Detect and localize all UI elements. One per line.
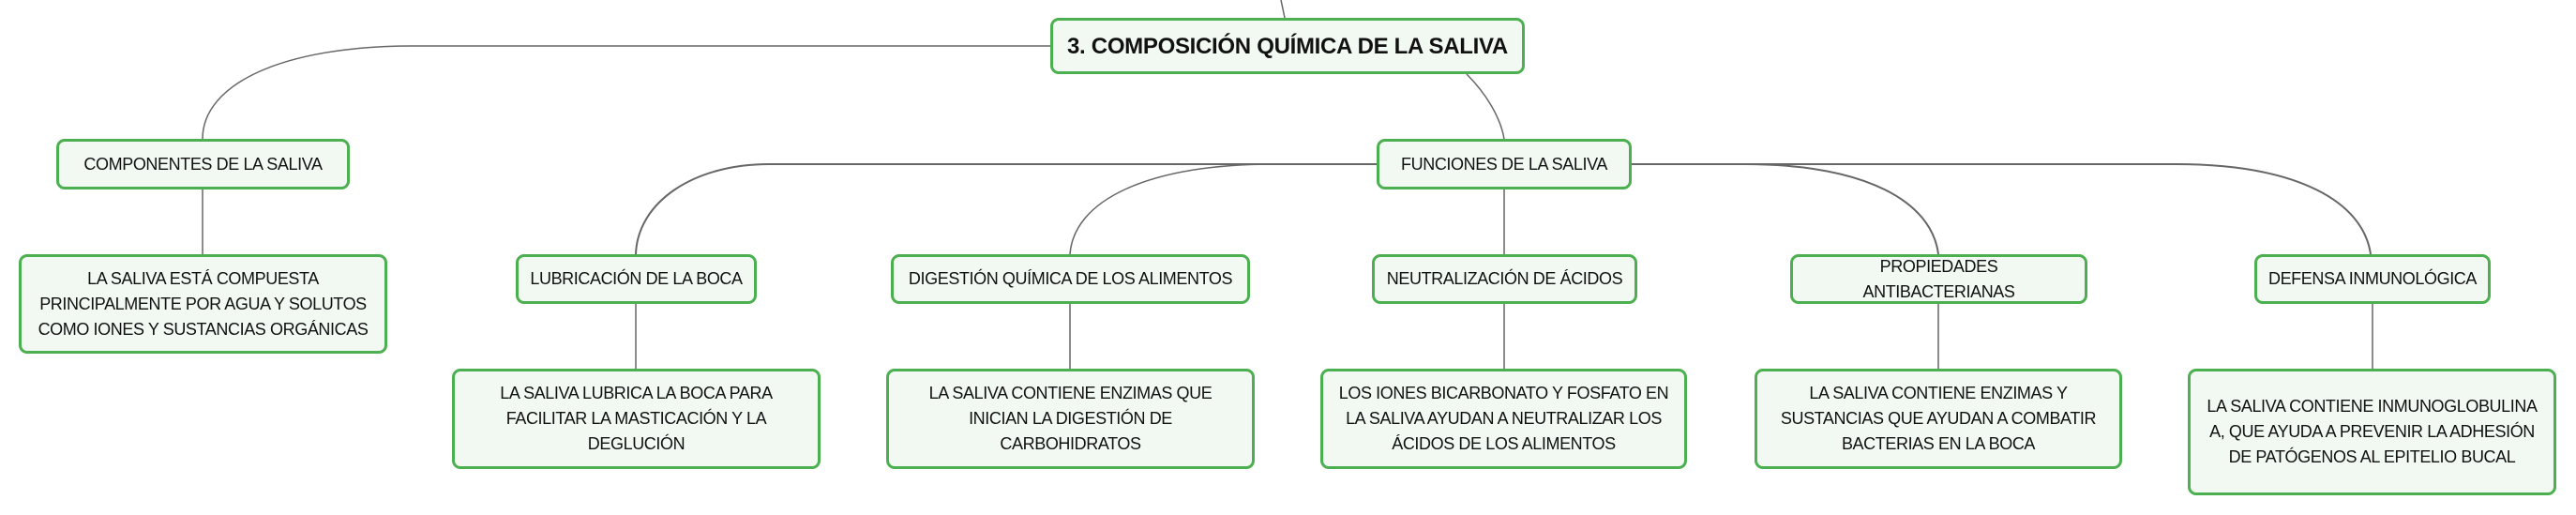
topic-componentes[interactable]: COMPONENTES DE LA SALIVA — [56, 139, 350, 189]
detail-text: LA SALIVA CONTIENE ENZIMAS Y SUSTANCIAS … — [1780, 384, 2097, 453]
subtopic-label: NEUTRALIZACIÓN DE ÁCIDOS — [1386, 269, 1623, 288]
detail-text: LA SALIVA CONTIENE INMUNOGLOBULINA A, QU… — [2207, 397, 2538, 466]
topic-label: FUNCIONES DE LA SALIVA — [1401, 154, 1607, 174]
topic-funciones[interactable]: FUNCIONES DE LA SALIVA — [1377, 139, 1632, 189]
link-parent-root — [1280, 0, 1286, 19]
subtopic-neutralizacion[interactable]: NEUTRALIZACIÓN DE ÁCIDOS — [1372, 254, 1637, 304]
link-funciones-digestion — [1069, 163, 1377, 255]
link-root-componentes — [202, 45, 1050, 140]
detail-neutralizacion[interactable]: LOS IONES BICARBONATO Y FOSFATO EN LA SA… — [1320, 369, 1687, 469]
detail-componentes[interactable]: LA SALIVA ESTÁ COMPUESTA PRINCIPALMENTE … — [19, 254, 387, 354]
subtopic-label: PROPIEDADES ANTIBACTERIANAS — [1862, 256, 2015, 301]
subtopic-label: DEFENSA INMUNOLÓGICA — [2267, 269, 2478, 288]
detail-defensa[interactable]: LA SALIVA CONTIENE INMUNOGLOBULINA A, QU… — [2188, 369, 2556, 495]
link-root-funciones — [1466, 73, 1505, 140]
root-topic-label: 3. COMPOSICIÓN QUÍMICA DE LA SALIVA — [1067, 33, 1508, 59]
subtopic-lubricacion[interactable]: LUBRICACIÓN DE LA BOCA — [516, 254, 757, 304]
subtopic-defensa[interactable]: DEFENSA INMUNOLÓGICA — [2254, 254, 2491, 304]
link-funciones-bus-left — [635, 163, 1377, 255]
detail-lubricacion[interactable]: LA SALIVA LUBRICA LA BOCA PARA FACILITAR… — [452, 369, 821, 469]
detail-text: LA SALIVA CONTIENE ENZIMAS QUE INICIAN L… — [928, 384, 1213, 453]
link-funciones-propiedades — [1632, 163, 1939, 255]
subtopic-label: DIGESTIÓN QUÍMICA DE LOS ALIMENTOS — [908, 269, 1233, 288]
detail-propiedades[interactable]: LA SALIVA CONTIENE ENZIMAS Y SUSTANCIAS … — [1755, 369, 2122, 469]
subtopic-digestion[interactable]: DIGESTIÓN QUÍMICA DE LOS ALIMENTOS — [891, 254, 1250, 304]
detail-digestion[interactable]: LA SALIVA CONTIENE ENZIMAS QUE INICIAN L… — [886, 369, 1255, 469]
link-funciones-defensa — [1744, 163, 2372, 255]
root-topic[interactable]: 3. COMPOSICIÓN QUÍMICA DE LA SALIVA — [1050, 18, 1525, 74]
subtopic-label: LUBRICACIÓN DE LA BOCA — [530, 269, 743, 288]
detail-text: LA SALIVA LUBRICA LA BOCA PARA FACILITAR… — [500, 384, 773, 453]
detail-text: LOS IONES BICARBONATO Y FOSFATO EN LA SA… — [1338, 384, 1669, 453]
detail-text: LA SALIVA ESTÁ COMPUESTA PRINCIPALMENTE … — [38, 268, 369, 339]
topic-label: COMPONENTES DE LA SALIVA — [83, 154, 323, 174]
subtopic-propiedades[interactable]: PROPIEDADES ANTIBACTERIANAS — [1790, 254, 2087, 304]
